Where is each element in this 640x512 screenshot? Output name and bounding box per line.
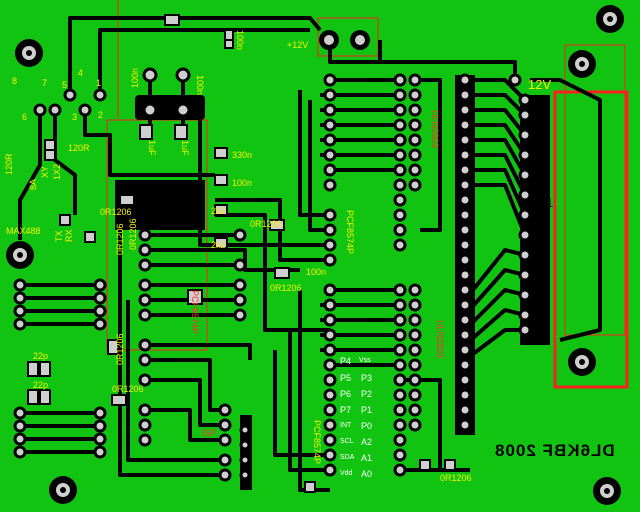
label-rx: RX	[64, 229, 74, 242]
resistor-120r-b: 120R	[4, 153, 14, 175]
pin-p7: P7	[340, 405, 352, 415]
jumper-xy: XY	[40, 165, 50, 178]
mounting-holes	[6, 5, 624, 505]
chip-uln2803-b: ULN2803	[435, 320, 445, 359]
pin-p2: P2	[361, 389, 373, 399]
pin-p1: P1	[361, 405, 373, 415]
chip-pcf8574p-bottom: PCF8574P	[312, 420, 322, 465]
cap-22p-a: 22p	[33, 351, 49, 361]
chip-pcf8574p-top: PCF8574P	[345, 210, 355, 255]
pin-label-6: 6	[22, 112, 28, 122]
cap-100n-c: 100n	[130, 67, 140, 88]
resistor-0r1206-left: 0R1206	[115, 223, 125, 255]
chip-pcf8574p-mid: PCF8574P	[190, 290, 200, 335]
board-signature: DL6KBF 2008	[494, 441, 615, 460]
pin-p4: P4	[340, 356, 352, 366]
pin-a2: A2	[361, 437, 373, 447]
pin-label-8: 8	[12, 76, 18, 86]
cap-100n-a: 100n	[232, 178, 253, 188]
db25-outline	[564, 44, 626, 336]
chip-max488: MAX488	[6, 226, 41, 236]
pin-label-2: 2	[98, 110, 104, 120]
pin-scl: SCL	[340, 438, 354, 445]
cap-100n-e: 100n	[306, 267, 327, 277]
resistor-0r1206-bot: 0R1206	[440, 473, 472, 483]
pin-a1: A1	[361, 453, 373, 463]
resistor-0r1206-mid: 0R1206	[250, 219, 282, 229]
power-jack-outline	[317, 17, 379, 57]
pin-sda: SDA	[340, 454, 355, 461]
resistor-0r1206-right: 0R1206	[270, 283, 302, 293]
pin-vss: Vss	[359, 357, 371, 364]
jumper-8a: 8A	[28, 178, 38, 190]
pin-p3: P3	[361, 373, 373, 383]
cap-100n-b: 100n	[235, 30, 245, 51]
resistor-2k2-b: 2k2	[211, 240, 226, 250]
pin-label-1: 1	[96, 78, 102, 88]
pin-label-4: 4	[78, 68, 84, 78]
cap-1uf-a: 1uF	[147, 140, 157, 156]
resistor-120r-a: 120R	[68, 143, 90, 153]
resistor-2k2-a: 2k2	[211, 206, 226, 216]
label-tx: TX	[54, 230, 64, 242]
pin-p6: P6	[340, 389, 352, 399]
cap-330n: 330n	[232, 150, 253, 160]
jumper-1x2: 1X2	[52, 163, 62, 180]
pin-vdd: Vdd	[340, 470, 353, 477]
pin-p0: P0	[361, 421, 373, 431]
pin-int: INT	[340, 422, 352, 429]
cap-1uf-b: 1uF	[180, 140, 190, 156]
supply-12v-label: +12V	[287, 40, 309, 50]
resistor-0r1206-top: 0R1206	[100, 207, 132, 217]
pin-p5: P5	[340, 373, 352, 383]
resistor-0r1206-vert: 0R1206	[115, 333, 125, 365]
isp-header-label: ISP	[202, 428, 217, 438]
cap-22p-b: 22p	[33, 380, 49, 390]
cap-100n-d: 100n	[195, 75, 205, 96]
connector-12v-label: 12V	[528, 77, 552, 92]
pin-label-5: 5	[62, 80, 68, 90]
db25-pin1-label: 1	[546, 195, 554, 210]
chip-uln2803: ULN2803	[430, 110, 440, 149]
pin-label-3: 3	[72, 112, 78, 122]
pin-a0: A0	[361, 469, 373, 479]
pin-label-7: 7	[42, 78, 48, 88]
resistor-0r1206-low: 0R1206	[112, 384, 144, 394]
connector-outline	[553, 90, 629, 389]
resistor-0r1206-c: 0R1206	[128, 218, 138, 250]
